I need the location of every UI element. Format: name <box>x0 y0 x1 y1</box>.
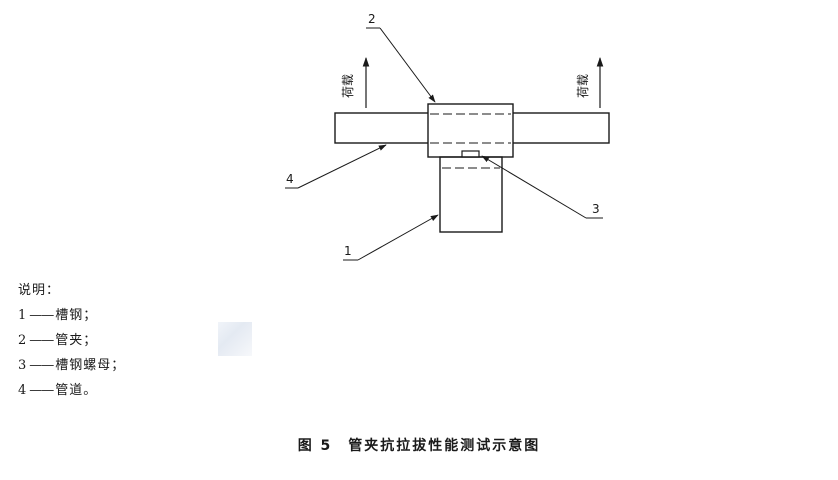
test-schematic-diagram: 荷载 荷载 2 4 3 1 <box>285 12 610 261</box>
callout-2: 2 <box>368 12 376 26</box>
callout-3: 3 <box>592 202 600 216</box>
legend-item: 3——槽钢螺母； <box>18 353 125 378</box>
blurred-watermark <box>218 322 252 356</box>
legend-item-dash: —— <box>29 358 54 373</box>
channel-nut-rect <box>461 150 480 158</box>
callout-4: 4 <box>286 172 294 186</box>
legend-item: 2——管夹； <box>18 328 125 353</box>
legend-item-text: 槽钢； <box>55 308 98 323</box>
legend-item-dash: —— <box>29 383 54 398</box>
legend: 说明： 1——槽钢； 2——管夹； 3——槽钢螺母； 4——管道。 <box>18 278 125 403</box>
legend-item: 4——管道。 <box>18 378 125 403</box>
leader-arrow-3 <box>481 155 587 219</box>
leader-arrow-4 <box>297 144 387 189</box>
legend-item-number: 1 <box>18 308 28 323</box>
leader-arrow-1 <box>357 214 439 261</box>
legend-item-dash: —— <box>29 308 54 323</box>
legend-item-number: 4 <box>18 383 28 398</box>
legend-item-dash: —— <box>29 333 54 348</box>
legend-item: 1——槽钢； <box>18 303 125 328</box>
load-label-right: 荷载 <box>576 74 590 98</box>
legend-item-number: 2 <box>18 333 28 348</box>
legend-item-text: 管道。 <box>55 383 98 398</box>
channel-steel-rect <box>439 156 503 233</box>
pipe-clamp-rect <box>427 103 514 158</box>
load-label-left: 荷载 <box>341 74 355 98</box>
leader-arrow-2 <box>379 27 436 103</box>
callout-1: 1 <box>344 244 352 258</box>
legend-item-text: 管夹； <box>55 333 98 348</box>
legend-item-number: 3 <box>18 358 28 373</box>
figure-caption: 图 5 管夹抗拉拔性能测试示意图 <box>297 438 541 454</box>
legend-item-text: 槽钢螺母； <box>55 358 126 373</box>
legend-title: 说明： <box>18 283 61 298</box>
